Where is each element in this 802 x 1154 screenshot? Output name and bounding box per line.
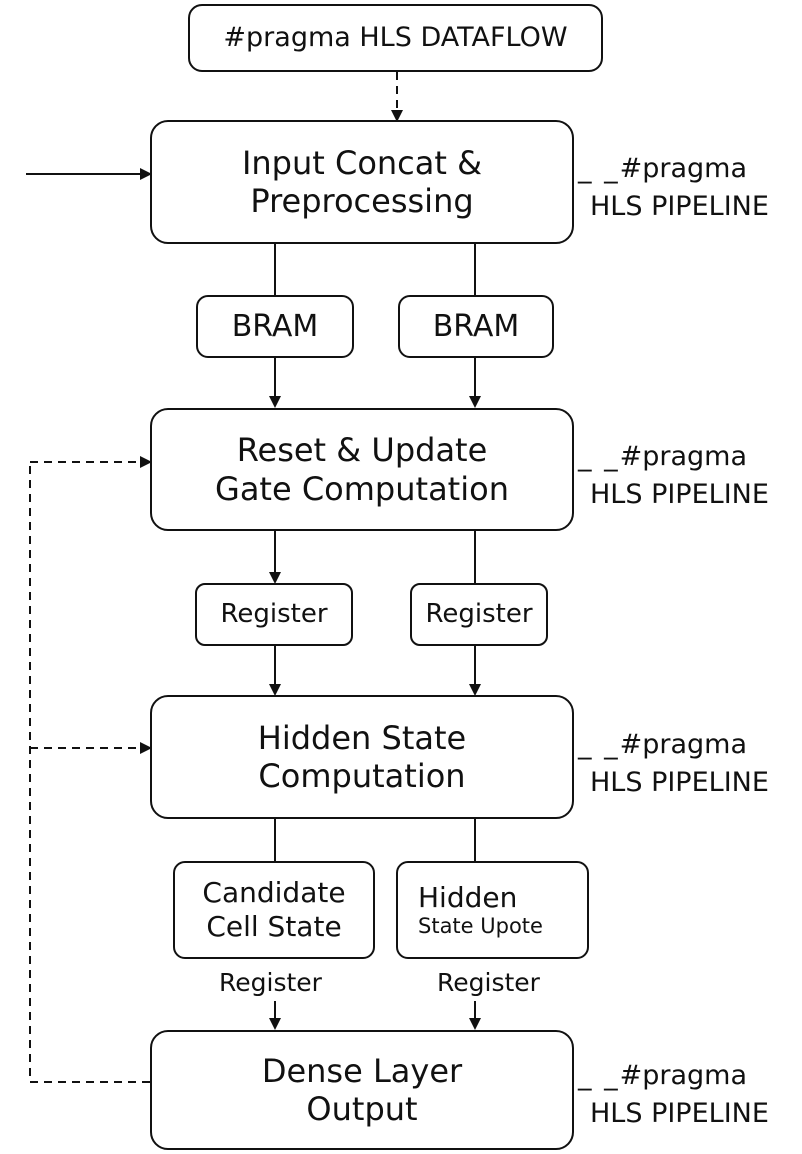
pragma-hidden-line2: HLS PIPELINE bbox=[590, 766, 769, 798]
pipeline-pragma-hidden: _ _ #pragma HLS PIPELINE bbox=[578, 729, 769, 798]
pragma-input-line1: #pragma bbox=[619, 153, 747, 184]
pragma-hidden-line1: #pragma bbox=[619, 729, 747, 760]
candidate-line1: Candidate bbox=[202, 876, 346, 910]
input-preprocessing-block: Input Concat & Preprocessing bbox=[150, 120, 574, 244]
pragma-input-line2: HLS PIPELINE bbox=[590, 190, 769, 222]
bram-left-buffer: BRAM bbox=[196, 295, 354, 358]
gates-block-line1: Reset & Update bbox=[236, 431, 488, 470]
pragma-gates-line1: #pragma bbox=[619, 441, 747, 472]
register-left-buffer: Register bbox=[195, 583, 353, 646]
dense-layer-output-block: Dense Layer Output bbox=[150, 1030, 574, 1150]
pipeline-pragma-dense: _ _ #pragma HLS PIPELINE bbox=[578, 1060, 769, 1129]
bram-right-label: BRAM bbox=[432, 308, 520, 344]
hidden-block-line1: Hidden State bbox=[257, 718, 467, 757]
register-edge-label-left: Register bbox=[219, 968, 322, 997]
gate-computation-block: Reset & Update Gate Computation bbox=[150, 408, 574, 531]
bram-left-label: BRAM bbox=[231, 308, 319, 344]
pragma-dense-line2: HLS PIPELINE bbox=[590, 1097, 769, 1129]
input-block-line2: Preprocessing bbox=[250, 182, 474, 220]
pragma-dense-line1: #pragma bbox=[619, 1060, 747, 1091]
register-edge-label-right: Register bbox=[437, 968, 540, 997]
pipeline-pragma-gates: _ _ #pragma HLS PIPELINE bbox=[578, 441, 769, 510]
feedback-loop bbox=[29, 462, 150, 1083]
hidden-update-line2: State Upote bbox=[418, 914, 543, 939]
dense-block-line2: Output bbox=[306, 1090, 418, 1128]
pipeline-pragma-input: _ _ #pragma HLS PIPELINE bbox=[578, 153, 769, 222]
gates-block-line2: Gate Computation bbox=[215, 469, 509, 508]
pragma-gates-line2: HLS PIPELINE bbox=[590, 478, 769, 510]
dataflow-pragma-text: #pragma HLS DATAFLOW bbox=[223, 21, 568, 53]
hidden-block-line2: Computation bbox=[258, 757, 466, 795]
dataflow-pragma-box: #pragma HLS DATAFLOW bbox=[188, 4, 603, 72]
dense-block-line1: Dense Layer bbox=[261, 1051, 463, 1090]
register-left-label: Register bbox=[220, 598, 328, 629]
register-right-label: Register bbox=[425, 598, 533, 629]
input-block-line1: Input Concat & bbox=[241, 143, 483, 182]
bram-right-buffer: BRAM bbox=[398, 295, 554, 358]
register-right-buffer: Register bbox=[410, 583, 548, 646]
candidate-cell-state-buffer: Candidate Cell State bbox=[173, 861, 375, 959]
hidden-state-update-buffer: Hidden State Upote bbox=[396, 861, 589, 959]
candidate-line2: Cell State bbox=[206, 910, 342, 943]
hidden-state-block: Hidden State Computation bbox=[150, 695, 574, 819]
hidden-update-line1: Hidden bbox=[418, 880, 518, 914]
